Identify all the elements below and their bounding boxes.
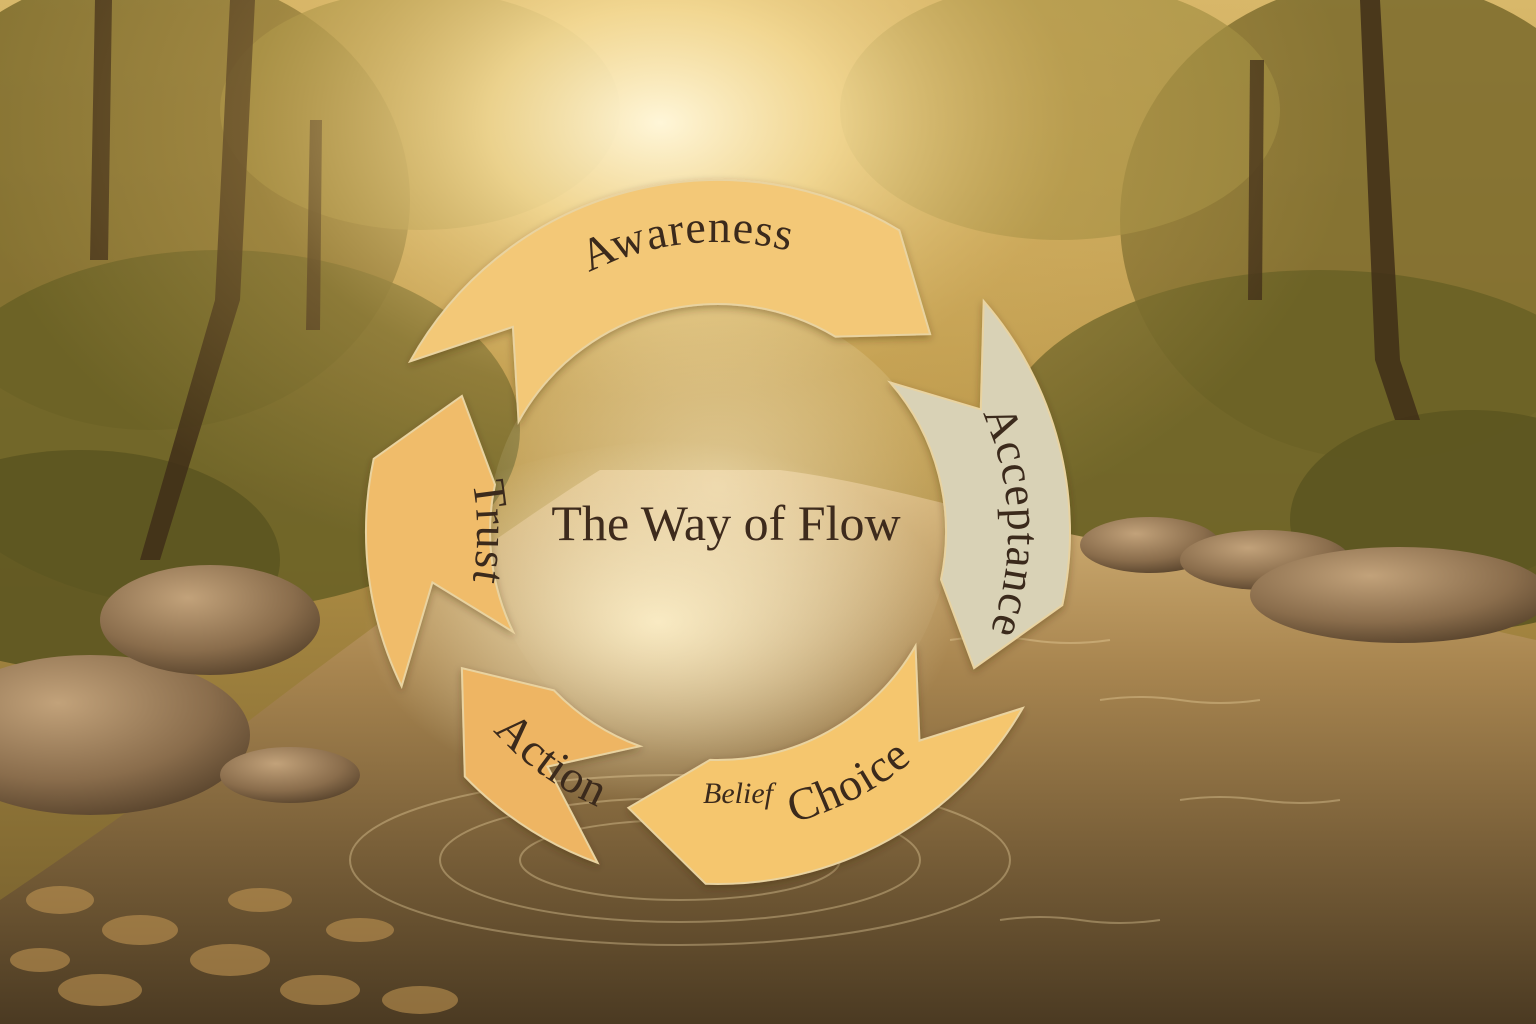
diagram-title: The Way of Flow <box>551 495 900 551</box>
segment-awareness <box>407 179 932 425</box>
segment-action <box>460 666 644 865</box>
segment-trust <box>365 394 516 690</box>
segment-choice <box>626 642 1025 886</box>
river-rocks <box>0 517 1536 815</box>
segment-acceptance <box>887 298 1071 670</box>
center-note-belief: Belief <box>703 777 777 810</box>
pebbles <box>10 886 458 1014</box>
inner-glow <box>488 302 948 762</box>
segment-label-trust: Trust <box>463 477 518 589</box>
